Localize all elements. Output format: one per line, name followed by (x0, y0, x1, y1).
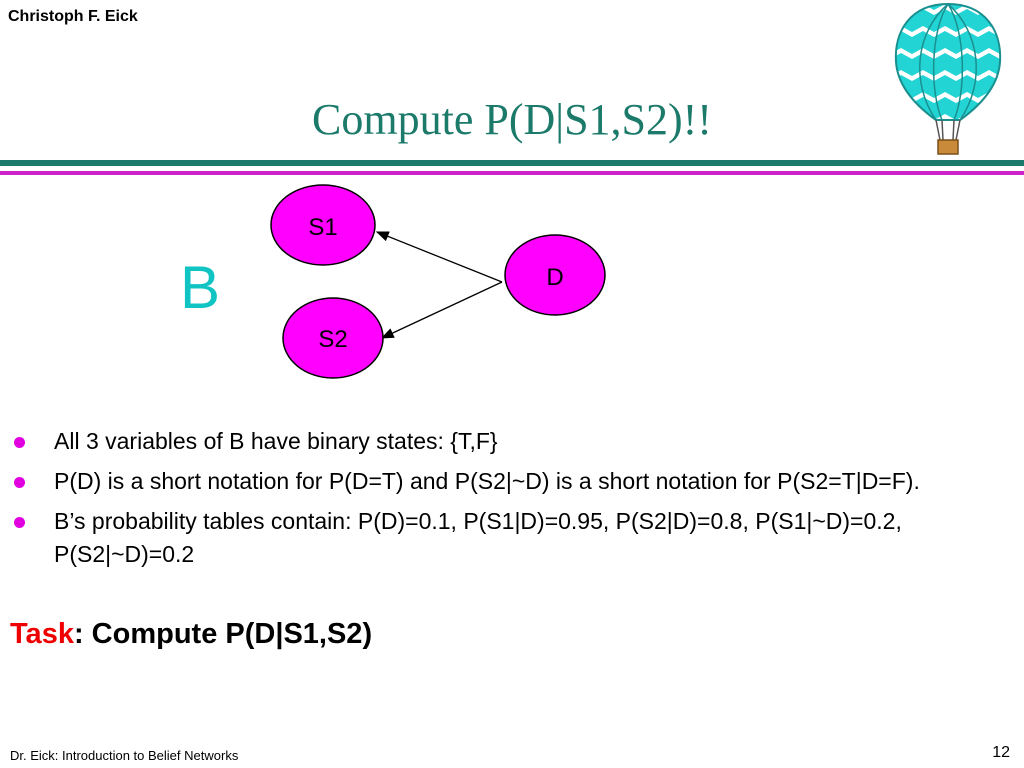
node-s2 (282, 297, 384, 379)
page-number: 12 (992, 744, 1010, 761)
task-text: : Compute P(D|S1,S2) (73, 618, 373, 650)
bullet-text: B’s probability tables contain: P(D)=0.1… (54, 508, 902, 567)
bullet-item: P(D) is a short notation for P(D=T) and … (12, 465, 1012, 498)
task-statement: Task: Compute P(D|S1,S2) (10, 618, 372, 651)
hot-air-balloon-icon (894, 2, 1002, 155)
node-s1-label: S1 (308, 214, 337, 241)
node-s1 (270, 184, 376, 266)
bullet-item: All 3 variables of B have binary states:… (12, 425, 1012, 458)
bullet-dot-icon (14, 517, 25, 528)
bullet-text: All 3 variables of B have binary states:… (54, 428, 498, 454)
author-name: Christoph F. Eick (8, 8, 138, 25)
title-divider-magenta (0, 171, 1024, 175)
edge-d-to-s1 (375, 231, 503, 283)
node-d (504, 234, 606, 316)
network-label: B (180, 254, 221, 321)
slide-title: Compute P(D|S1,S2)!! (312, 95, 712, 144)
node-s2-label: S2 (318, 326, 347, 353)
edge-d-to-s2 (380, 281, 503, 339)
bullet-item: B’s probability tables contain: P(D)=0.1… (12, 505, 1012, 571)
bullet-dot-icon (14, 477, 25, 488)
bullet-dot-icon (14, 437, 25, 448)
title-divider-teal (0, 160, 1024, 166)
task-label: Task (10, 618, 74, 650)
belief-network-diagram: S1 D S2 (270, 184, 606, 379)
node-d-label: D (546, 264, 563, 291)
footer-text: Dr. Eick: Introduction to Belief Network… (10, 748, 239, 763)
bullet-text: P(D) is a short notation for P(D=T) and … (54, 468, 920, 494)
bullet-list: All 3 variables of B have binary states:… (12, 425, 1012, 578)
